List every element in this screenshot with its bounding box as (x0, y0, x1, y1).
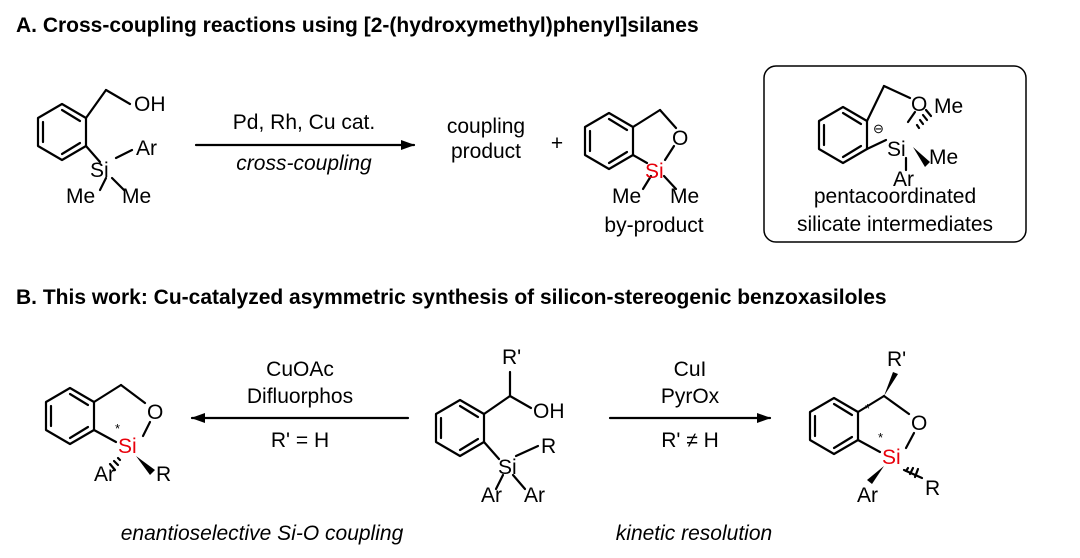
right-arrow-catalyst: CuI (674, 358, 707, 381)
center-r-label: R (541, 435, 556, 458)
right-product-ar-label: Ar (857, 484, 878, 507)
right-product-ar-wedge (867, 466, 884, 484)
left-product-structure (44, 383, 152, 446)
byproduct-caption: by-product (604, 214, 703, 237)
silicate-caption-line1: pentacoordinated (814, 185, 976, 208)
caption-enantioselective: enantioselective Si-O coupling (121, 522, 404, 545)
right-arrow-condition: R' ≠ H (661, 429, 719, 452)
reactant-a-structure (36, 88, 134, 192)
reactant-a-si-label: Si (90, 159, 109, 182)
silicate-ar-label: Ar (893, 168, 914, 191)
section-a-heading: A. Cross-coupling reactions using [2-(hy… (16, 14, 699, 37)
silicate-structure (817, 84, 917, 172)
right-product-r-hash (904, 466, 920, 479)
coupling-product-line2: product (451, 140, 521, 163)
reactant-a-me1-label: Me (66, 185, 95, 208)
center-si-label: Si (498, 456, 517, 479)
caption-kinetic-resolution: kinetic resolution (616, 522, 772, 545)
silicate-si-label: Si (887, 138, 906, 161)
silicate-me2-label: Me (929, 146, 958, 169)
right-product-stereo-star-2: * (878, 430, 883, 445)
left-arrow-condition: R' = H (271, 429, 329, 452)
silicate-me-hash (915, 108, 933, 130)
center-substrate-structure (434, 370, 540, 491)
center-ar1-label: Ar (481, 484, 502, 507)
arrow-a-reagents: Pd, Rh, Cu cat. (233, 111, 375, 134)
silicate-caption-line2: silicate intermediates (797, 213, 993, 236)
left-product-r-wedge (136, 456, 155, 475)
reactant-a-oh-label: OH (134, 93, 166, 116)
left-product-ar-label: Ar (94, 463, 115, 486)
silicate-me1-label: Me (934, 95, 963, 118)
reactant-a-ar-label: Ar (136, 137, 157, 160)
right-product-r-label: R (925, 477, 940, 500)
byproduct-me1-label: Me (612, 185, 641, 208)
left-product-ar-hash (108, 456, 122, 472)
left-product-r-label: R (156, 463, 171, 486)
left-product-stereo-star: * (115, 421, 120, 436)
byproduct-si-label: Si (645, 160, 664, 183)
right-product-rprime-wedge (884, 372, 898, 396)
byproduct-me2-label: Me (670, 185, 699, 208)
silicate-intermediate-box (763, 65, 1027, 243)
silicate-me-wedge (913, 147, 930, 167)
left-arrow-catalyst: CuOAc (266, 358, 334, 381)
right-product-si-label: Si (882, 446, 901, 469)
left-arrow-ligand: Difluorphos (247, 385, 353, 408)
right-product-o-label: O (911, 412, 927, 435)
left-product-o-label: O (147, 401, 163, 424)
reactant-a-me2-label: Me (122, 185, 151, 208)
right-arrow-ligand: PyrOx (661, 385, 720, 408)
arrow-a-condition: cross-coupling (236, 152, 372, 175)
byproduct-structure (583, 108, 678, 191)
silicate-negative-charge: ⊖ (873, 121, 884, 136)
plus-sign: + (551, 132, 563, 155)
section-b-heading: B. This work: Cu-catalyzed asymmetric sy… (16, 286, 887, 309)
left-product-si-label: Si (118, 435, 137, 458)
silicate-o-label: O (911, 93, 927, 116)
center-rprime-label: R' (502, 346, 521, 369)
byproduct-o-label: O (672, 127, 688, 150)
right-product-rprime-label: R' (887, 348, 906, 371)
center-oh-label: OH (533, 400, 565, 423)
coupling-product-line1: coupling (447, 115, 525, 138)
center-ar2-label: Ar (524, 484, 545, 507)
right-product-stereo-star-1: * (865, 401, 870, 416)
